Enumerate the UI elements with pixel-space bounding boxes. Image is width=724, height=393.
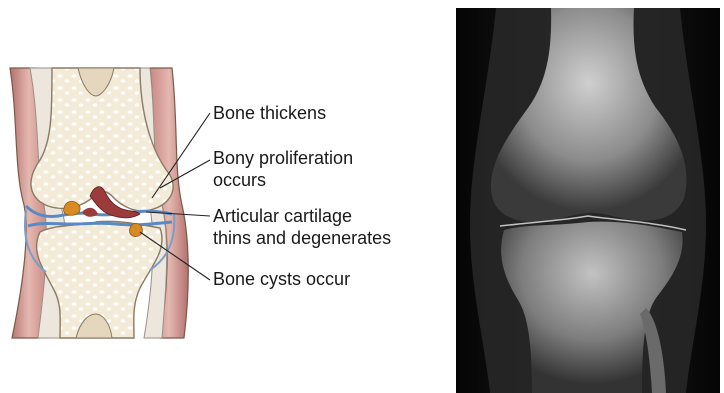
label-bony-proliferation-line2: occurs: [213, 170, 266, 191]
label-cartilage-line2: thins and degenerates: [213, 228, 391, 249]
label-cartilage-line1: Articular cartilage: [213, 206, 352, 227]
label-bone-thickens: Bone thickens: [213, 103, 326, 124]
bone-cyst-lower: [129, 224, 142, 237]
label-bony-proliferation-line1: Bony proliferation: [213, 148, 353, 169]
knee-joint-illustration: [0, 0, 440, 393]
label-bone-cysts: Bone cysts occur: [213, 269, 350, 290]
bone-cyst-upper: [64, 201, 80, 215]
knee-xray-image: [456, 8, 720, 393]
